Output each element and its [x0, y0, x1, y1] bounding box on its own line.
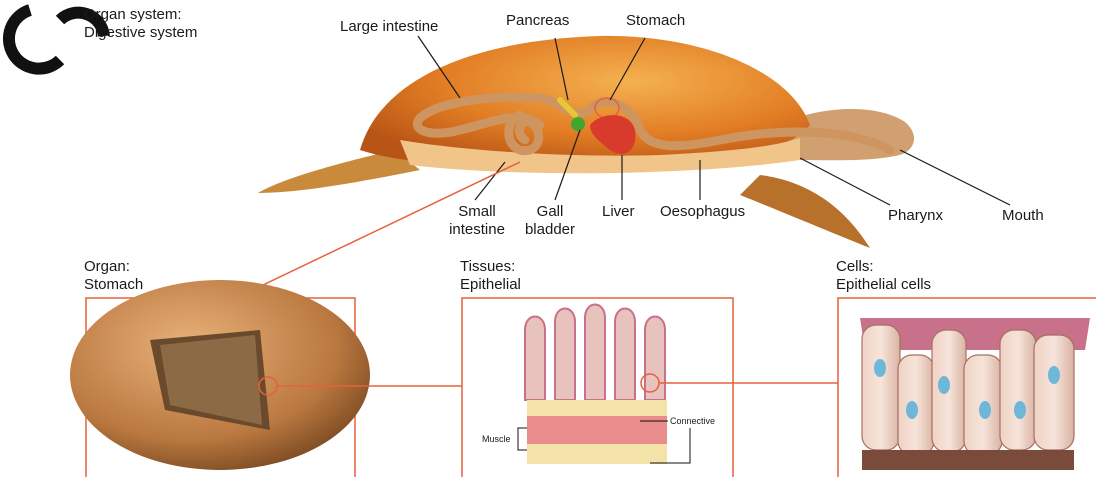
label-connective: Connective [670, 416, 715, 426]
tissues-panel [462, 298, 733, 477]
organ-panel [70, 280, 370, 477]
label-small-intestine-line1: Small [442, 203, 512, 221]
label-stomach: Stomach [626, 12, 685, 30]
cells-panel-line1: Cells: [836, 258, 931, 276]
cells-panel-title: Cells: Epithelial cells [836, 258, 931, 294]
tissues-panel-line1: Tissues: [460, 258, 521, 276]
epithelial-villi [525, 305, 665, 401]
label-muscle: Muscle [482, 434, 511, 444]
cells-panel [838, 298, 1096, 477]
label-liver: Liver [602, 203, 635, 221]
label-pancreas: Pancreas [506, 12, 569, 30]
organ-system-title: Organ system: Digestive system [84, 6, 197, 42]
tissues-panel-line2: Epithelial [460, 276, 521, 294]
gall-bladder-shape [571, 117, 585, 131]
label-mouth: Mouth [1002, 207, 1044, 225]
organ-panel-title: Organ: Stomach [84, 258, 143, 294]
turtle-illustration [258, 36, 914, 248]
label-gall-bladder-line2: bladder [520, 221, 580, 239]
label-large-intestine: Large intestine [340, 18, 438, 36]
organ-system-line1: Organ system: [84, 6, 197, 24]
cells-panel-line2: Epithelial cells [836, 276, 931, 294]
label-gall-bladder-line1: Gall [520, 203, 580, 221]
label-small-intestine: Small intestine [442, 203, 512, 239]
label-oesophagus: Oesophagus [660, 203, 745, 221]
label-gall-bladder: Gall bladder [520, 203, 580, 239]
tissues-panel-title: Tissues: Epithelial [460, 258, 521, 294]
label-small-intestine-line2: intestine [442, 221, 512, 239]
organ-system-line2: Digestive system [84, 24, 197, 42]
organ-panel-line2: Stomach [84, 276, 143, 294]
organ-panel-line1: Organ: [84, 258, 143, 276]
label-pharynx: Pharynx [888, 207, 943, 225]
